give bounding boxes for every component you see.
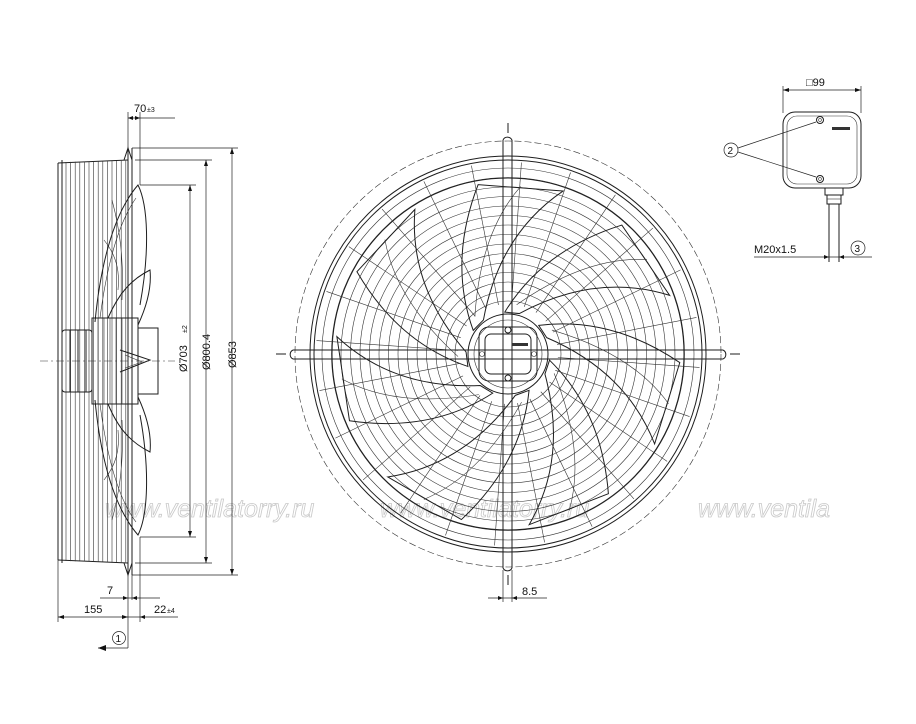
thread-label: M20x1.5	[754, 244, 796, 256]
front-guard-spokes	[316, 162, 700, 546]
callout-3-label: 3	[855, 244, 861, 255]
dim-d853: Ø853	[227, 341, 239, 368]
dim-8-5: 8.5	[488, 570, 547, 602]
fan-blade	[336, 335, 494, 425]
front-guard-rings	[309, 155, 707, 553]
callout-2: 2	[723, 121, 817, 178]
dim-22-value: 22	[154, 604, 166, 616]
front-blades	[336, 184, 681, 526]
side-guard-grill	[57, 146, 133, 577]
dim-d703-value: Ø703	[178, 345, 190, 372]
dim-155: 155	[84, 604, 102, 616]
watermark-text-right: www.ventila	[698, 495, 830, 523]
front-view: 8.5	[276, 123, 740, 602]
front-hub	[467, 313, 549, 395]
callout-1: 1	[98, 622, 129, 651]
dim-bottom: 7 155 22 ±4	[57, 537, 178, 622]
cable-gland	[824, 187, 844, 262]
fan-blade	[503, 224, 671, 315]
watermark-text-middle: www.ventilatorry.ru	[380, 495, 589, 523]
watermark-text-left: www.ventilatorry.ru	[105, 495, 314, 523]
fan-blade	[386, 389, 530, 521]
front-outer-dashed	[294, 140, 722, 568]
terminal-box-body	[782, 111, 862, 189]
fan-blade	[537, 323, 681, 446]
dim-70: 70 ±3	[127, 103, 175, 185]
callout-1-label: 1	[116, 634, 122, 645]
dim-7: 7	[107, 585, 113, 597]
dim-22-tol: ±4	[167, 608, 175, 615]
fan-blade	[356, 207, 469, 368]
callout-2-label: 2	[728, 146, 734, 157]
watermark: www.ventilatorry.ru www.ventilatorry.ru …	[105, 495, 831, 524]
gland-dims: M20x1.5 3	[754, 240, 872, 259]
dim-70-tol: ±3	[147, 107, 155, 114]
fan-blade	[461, 184, 565, 332]
front-cross-struts	[276, 123, 740, 585]
dim-d703-tol: ±2	[182, 325, 189, 333]
dim-diameters: Ø703 ±2 Ø800.4 Ø853	[132, 147, 239, 576]
terminal-box-detail: □99 2 M20x1.5	[723, 77, 872, 262]
fan-blade	[527, 359, 609, 526]
side-blades	[94, 184, 152, 536]
dim-70-value: 70	[134, 103, 146, 115]
side-view: 70 ±3 Ø703 ±2 Ø800.4 Ø853	[40, 103, 239, 651]
dim-d800: Ø800.4	[201, 334, 213, 370]
dim-8-5-value: 8.5	[522, 586, 537, 598]
dim-square-99: □99	[806, 77, 825, 89]
